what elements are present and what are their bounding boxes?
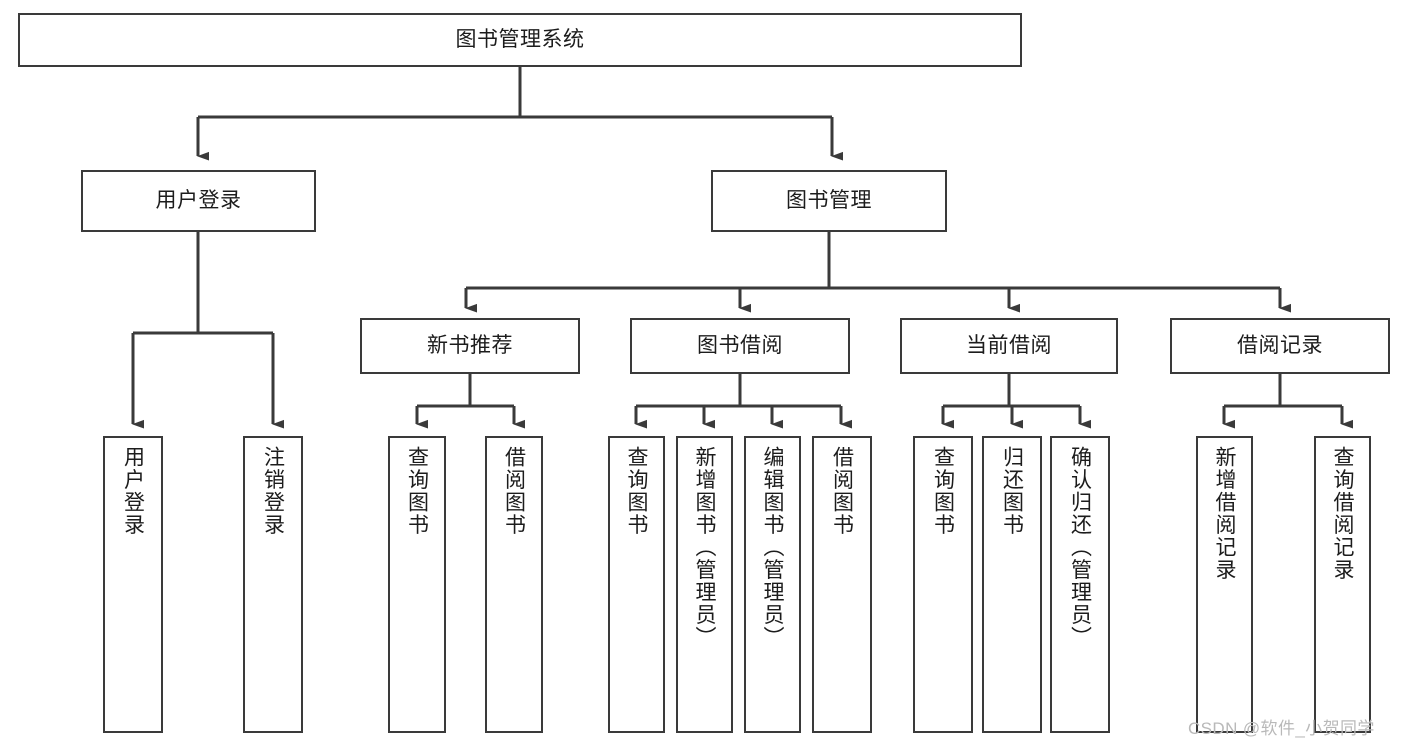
node-label: 注销登录 (261, 446, 285, 536)
node-label: 借阅记录 (1237, 334, 1323, 358)
node-label: 图书借阅 (697, 334, 783, 358)
node-label: 归还图书 (1000, 446, 1024, 536)
node-label: 新增图书（管理员） (693, 446, 716, 649)
leaf-query-book-current[interactable]: 查询图书 (913, 436, 973, 733)
node-current-borrow[interactable]: 当前借阅 (900, 318, 1118, 374)
node-new-book-recommend[interactable]: 新书推荐 (360, 318, 580, 374)
node-label: 查询图书 (405, 446, 429, 536)
leaf-edit-book-admin[interactable]: 编辑图书（管理员） (744, 436, 801, 733)
node-label: 借阅图书 (502, 446, 526, 536)
watermark: CSDN @软件_小贺同学 (1188, 719, 1375, 738)
leaf-query-book-borrow[interactable]: 查询图书 (608, 436, 665, 733)
node-label: 查询图书 (931, 446, 955, 536)
node-label: 新增借阅记录 (1213, 446, 1236, 581)
node-label: 编辑图书（管理员） (761, 446, 784, 649)
leaf-borrow-book[interactable]: 借阅图书 (812, 436, 872, 733)
leaf-return-book[interactable]: 归还图书 (982, 436, 1042, 733)
leaf-add-borrow-record[interactable]: 新增借阅记录 (1196, 436, 1253, 733)
leaf-user-login[interactable]: 用户登录 (103, 436, 163, 733)
node-book-borrow[interactable]: 图书借阅 (630, 318, 850, 374)
node-label: 用户登录 (121, 446, 145, 536)
node-label: 图书管理系统 (455, 28, 585, 52)
leaf-query-borrow-record[interactable]: 查询借阅记录 (1314, 436, 1371, 733)
node-label: 查询借阅记录 (1331, 446, 1354, 581)
node-label: 当前借阅 (966, 334, 1052, 358)
node-label: 新书推荐 (427, 334, 513, 358)
leaf-confirm-return-admin[interactable]: 确认归还（管理员） (1050, 436, 1110, 733)
leaf-query-book-recommend[interactable]: 查询图书 (388, 436, 446, 733)
node-label: 查询图书 (625, 446, 648, 536)
node-label: 借阅图书 (830, 446, 854, 536)
node-label: 用户登录 (155, 189, 242, 213)
leaf-borrow-book-recommend[interactable]: 借阅图书 (485, 436, 543, 733)
node-book-management[interactable]: 图书管理 (711, 170, 947, 232)
node-root-book-management-system[interactable]: 图书管理系统 (18, 13, 1022, 67)
leaf-add-book-admin[interactable]: 新增图书（管理员） (676, 436, 733, 733)
node-label: 图书管理 (786, 189, 872, 213)
node-borrow-record[interactable]: 借阅记录 (1170, 318, 1390, 374)
leaf-logout[interactable]: 注销登录 (243, 436, 303, 733)
node-user-login[interactable]: 用户登录 (81, 170, 316, 232)
node-label: 确认归还（管理员） (1068, 446, 1092, 649)
